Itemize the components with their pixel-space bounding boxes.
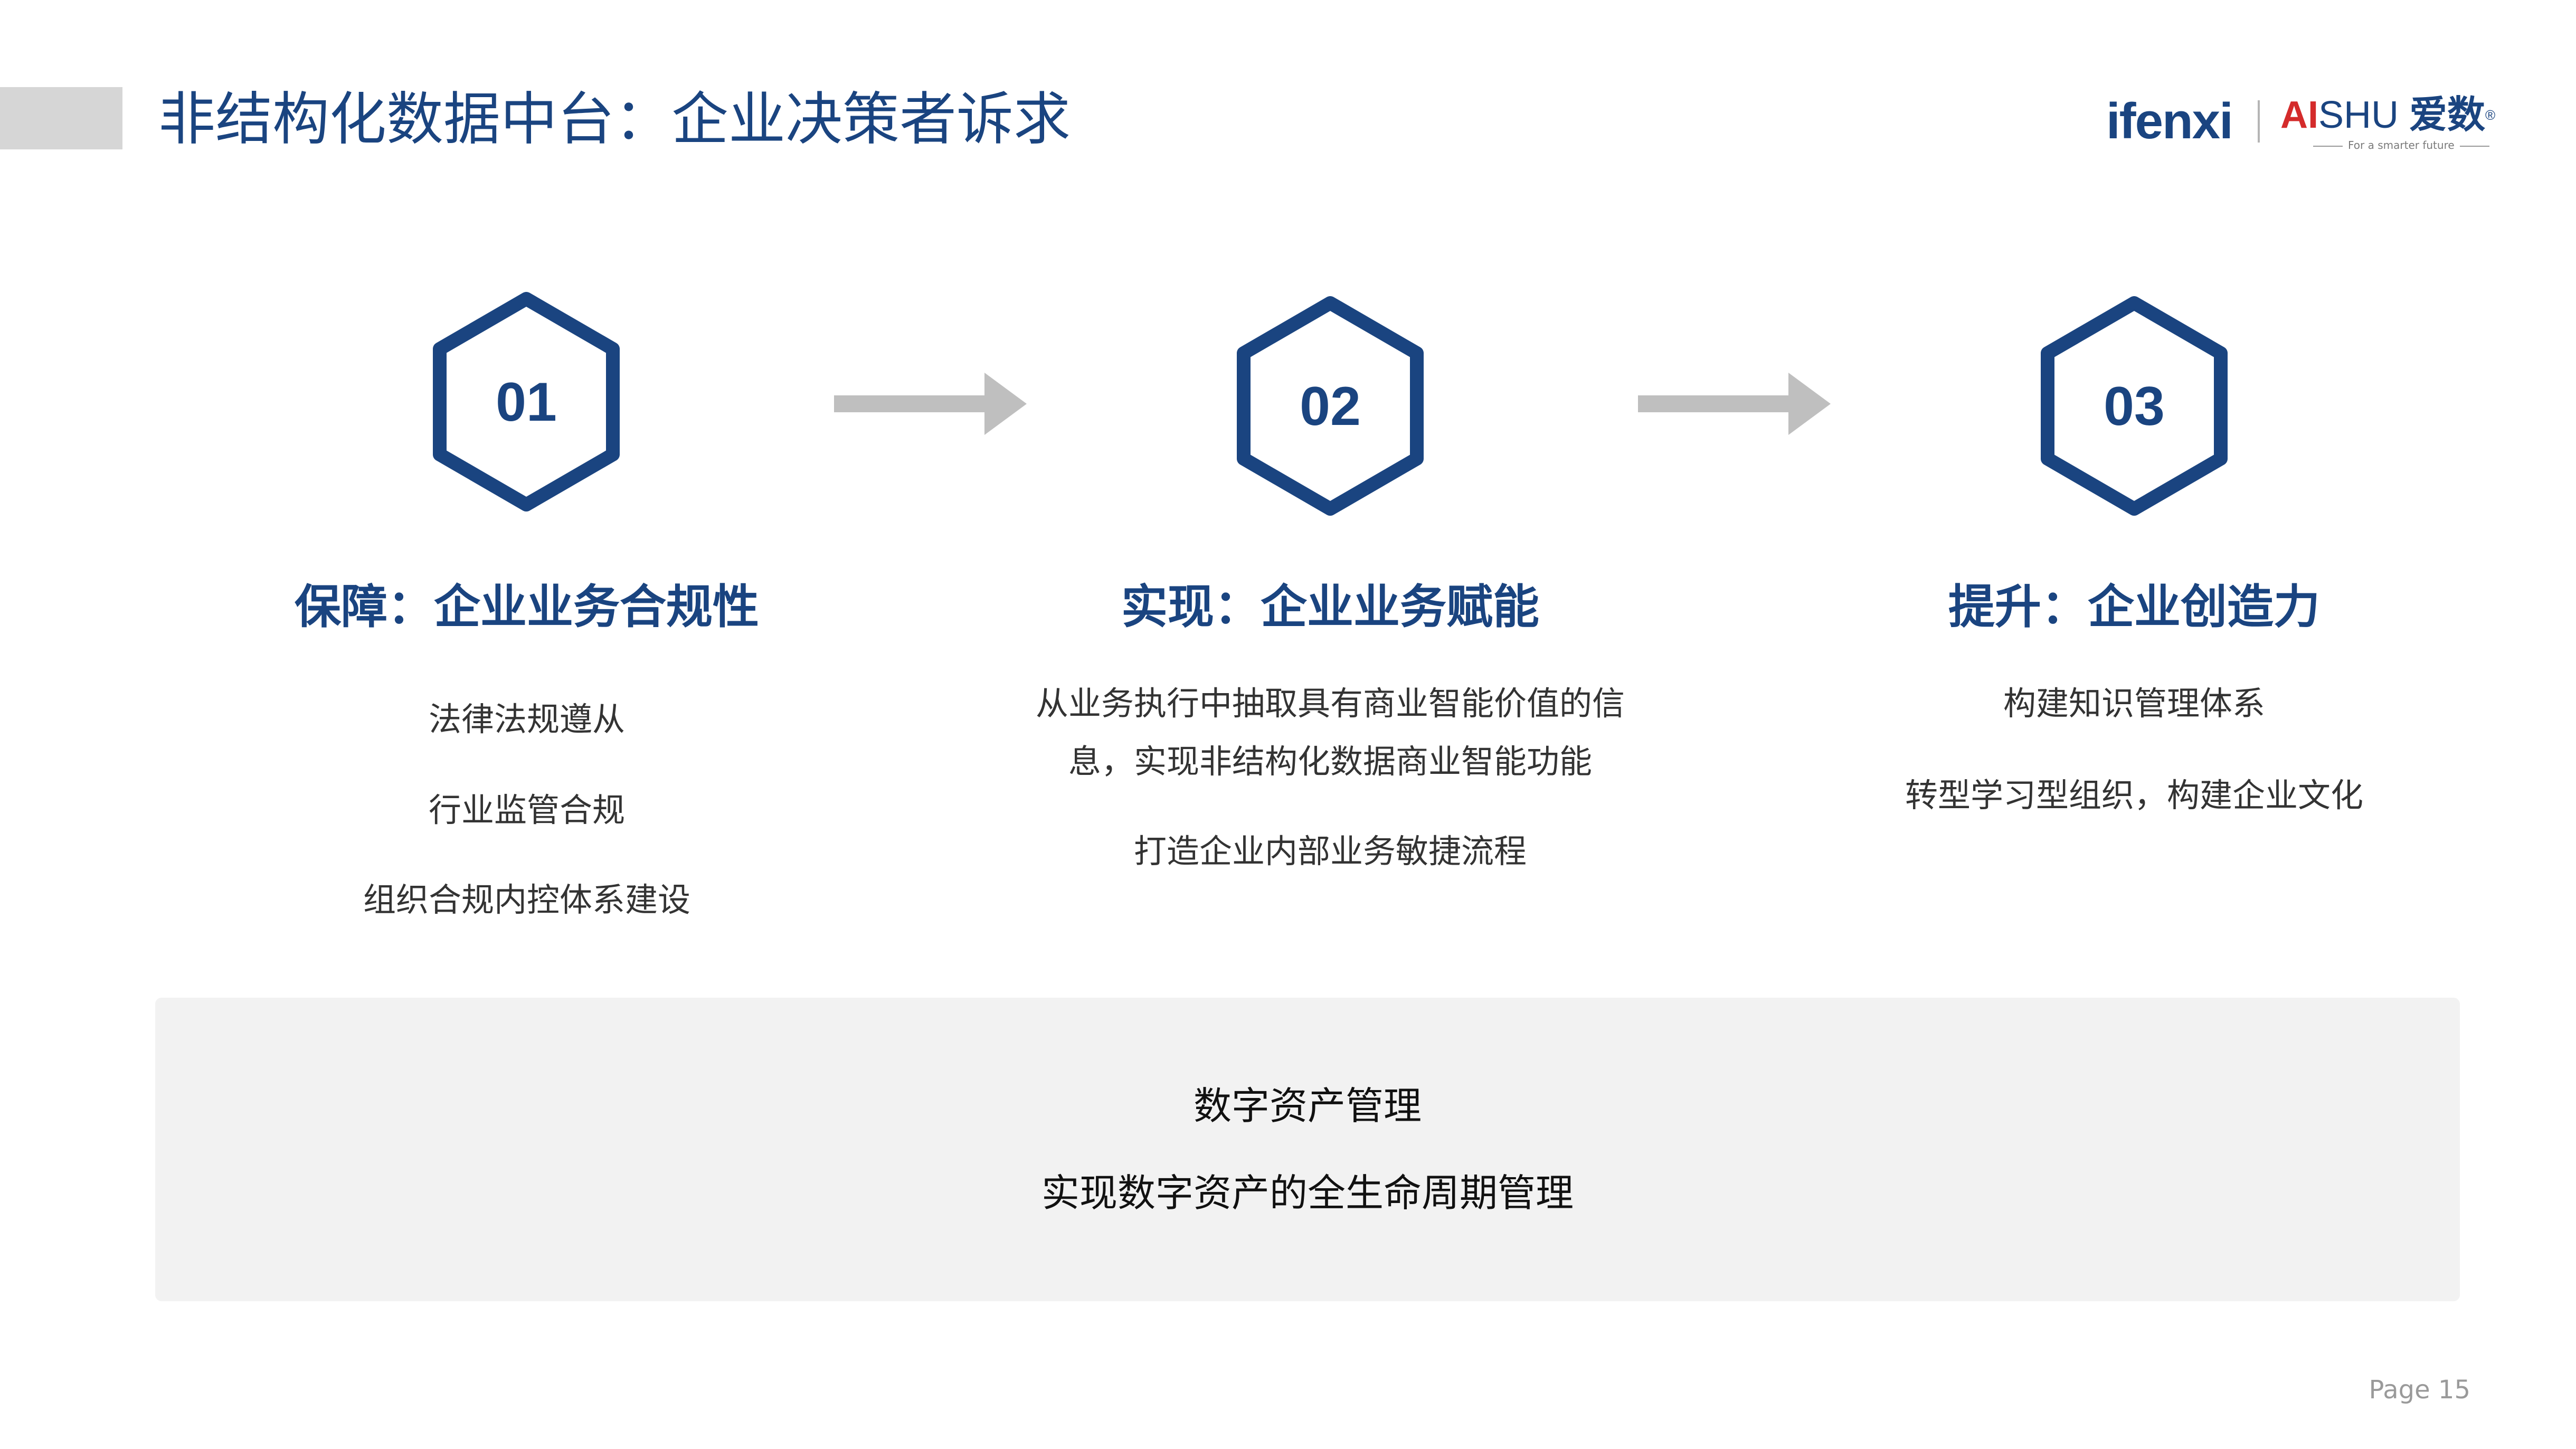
ifenxi-logo: ifenxi: [2106, 93, 2233, 149]
step-2-hexagon-icon: 02: [1233, 296, 1428, 517]
step-1-number: 01: [496, 371, 557, 433]
title-accent-bar: [0, 87, 122, 149]
bottom-summary-line-2: 实现数字资产的全生命周期管理: [1041, 1171, 1574, 1215]
step-2-item-1: 从业务执行中抽取具有商业智能价值的信: [1035, 684, 1625, 723]
step-2-title: 实现：企业业务赋能: [1121, 580, 1539, 634]
step-1-hexagon-icon: 01: [429, 291, 624, 513]
aishu-logo-ai: AI: [2280, 94, 2318, 136]
step-1-title: 保障：企业业务合规性: [294, 580, 759, 634]
logo-divider: [2258, 100, 2260, 143]
page-number: Page 15: [2369, 1375, 2470, 1405]
right-arrow-icon: [1638, 373, 1831, 435]
bottom-summary-line-1: 数字资产管理: [1193, 1084, 1422, 1128]
registered-mark: ®: [2485, 107, 2496, 123]
aishu-logo: AISHU 爱数® For a smarter future: [2280, 87, 2518, 156]
step-3-hexagon-icon: 03: [2037, 296, 2232, 517]
bottom-summary-panel: [155, 998, 2460, 1301]
step-3-item-2: 转型学习型组织，构建企业文化: [1905, 776, 2363, 815]
aishu-logo-cn: 爱数: [2409, 94, 2486, 136]
step-2-item-3: 打造企业内部业务敏捷流程: [1133, 832, 1527, 870]
step-3-number: 03: [2104, 375, 2165, 437]
right-arrow-icon: [834, 373, 1027, 435]
aishu-tagline: For a smarter future: [2308, 139, 2495, 151]
step-2-item-2: 息，实现非结构化数据商业智能功能: [1068, 742, 1592, 781]
aishu-logo-shu: SHU: [2318, 94, 2399, 136]
step-2-number: 02: [1300, 375, 1361, 437]
step-1-item-3: 组织合规内控体系建设: [363, 880, 690, 919]
step-1-item-1: 法律法规遵从: [428, 700, 625, 738]
step-1-item-2: 行业监管合规: [428, 791, 625, 829]
page-title: 非结构化数据中台：企业决策者诉求: [158, 87, 1071, 153]
step-3-item-1: 构建知识管理体系: [2003, 684, 2265, 723]
step-3-title: 提升：企业创造力: [1948, 580, 2320, 634]
